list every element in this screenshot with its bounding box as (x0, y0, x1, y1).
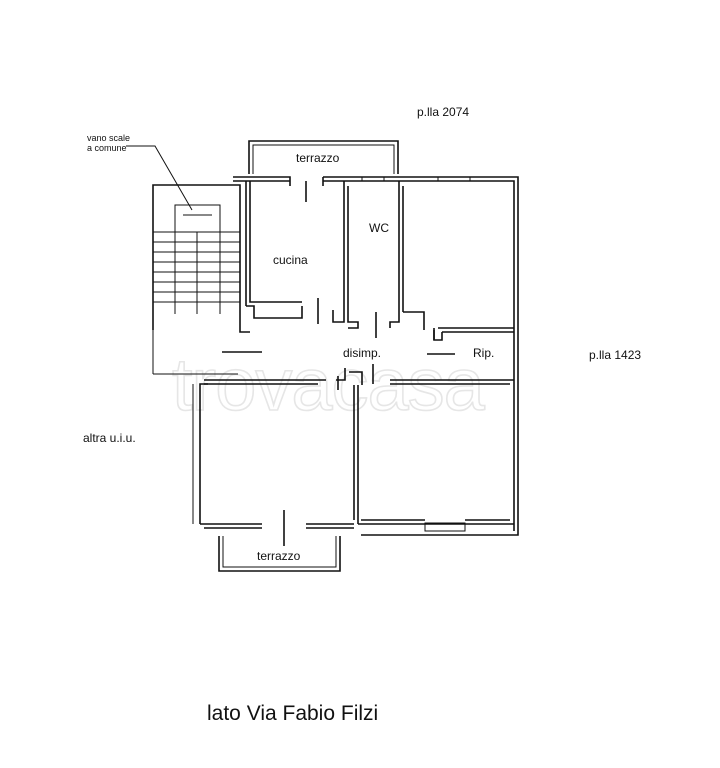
stair-steps (153, 231, 240, 303)
street-side-label: lato Via Fabio Filzi (207, 702, 378, 725)
terrace-top-label: terrazzo (296, 151, 340, 165)
storage-label: Rip. (473, 346, 494, 360)
common-staircase (126, 145, 250, 375)
terrace-bottom-label: terrazzo (257, 549, 301, 563)
wc-label: WC (369, 221, 389, 235)
neighbor-unit-label: altra u.i.u. (83, 431, 136, 445)
kitchen-label: cucina (273, 253, 308, 267)
staircase-label-line2: a comune (87, 143, 127, 153)
bedroom-bottom-left-walls (200, 510, 354, 572)
terrace-top (248, 140, 399, 174)
hall-walls (192, 351, 514, 524)
hall-label: disimp. (343, 346, 381, 360)
stair-leader-line (126, 145, 193, 211)
staircase-label-line1: vano scale (87, 133, 130, 143)
kitchen-walls (245, 181, 319, 324)
wc-walls (332, 181, 404, 338)
storage-walls (403, 311, 514, 355)
exterior-walls (233, 176, 519, 536)
bedroom-bottom-right-walls (358, 519, 514, 525)
parcel-north-label: p.lla 2074 (417, 105, 469, 119)
parcel-east-label: p.lla 1423 (589, 348, 641, 362)
